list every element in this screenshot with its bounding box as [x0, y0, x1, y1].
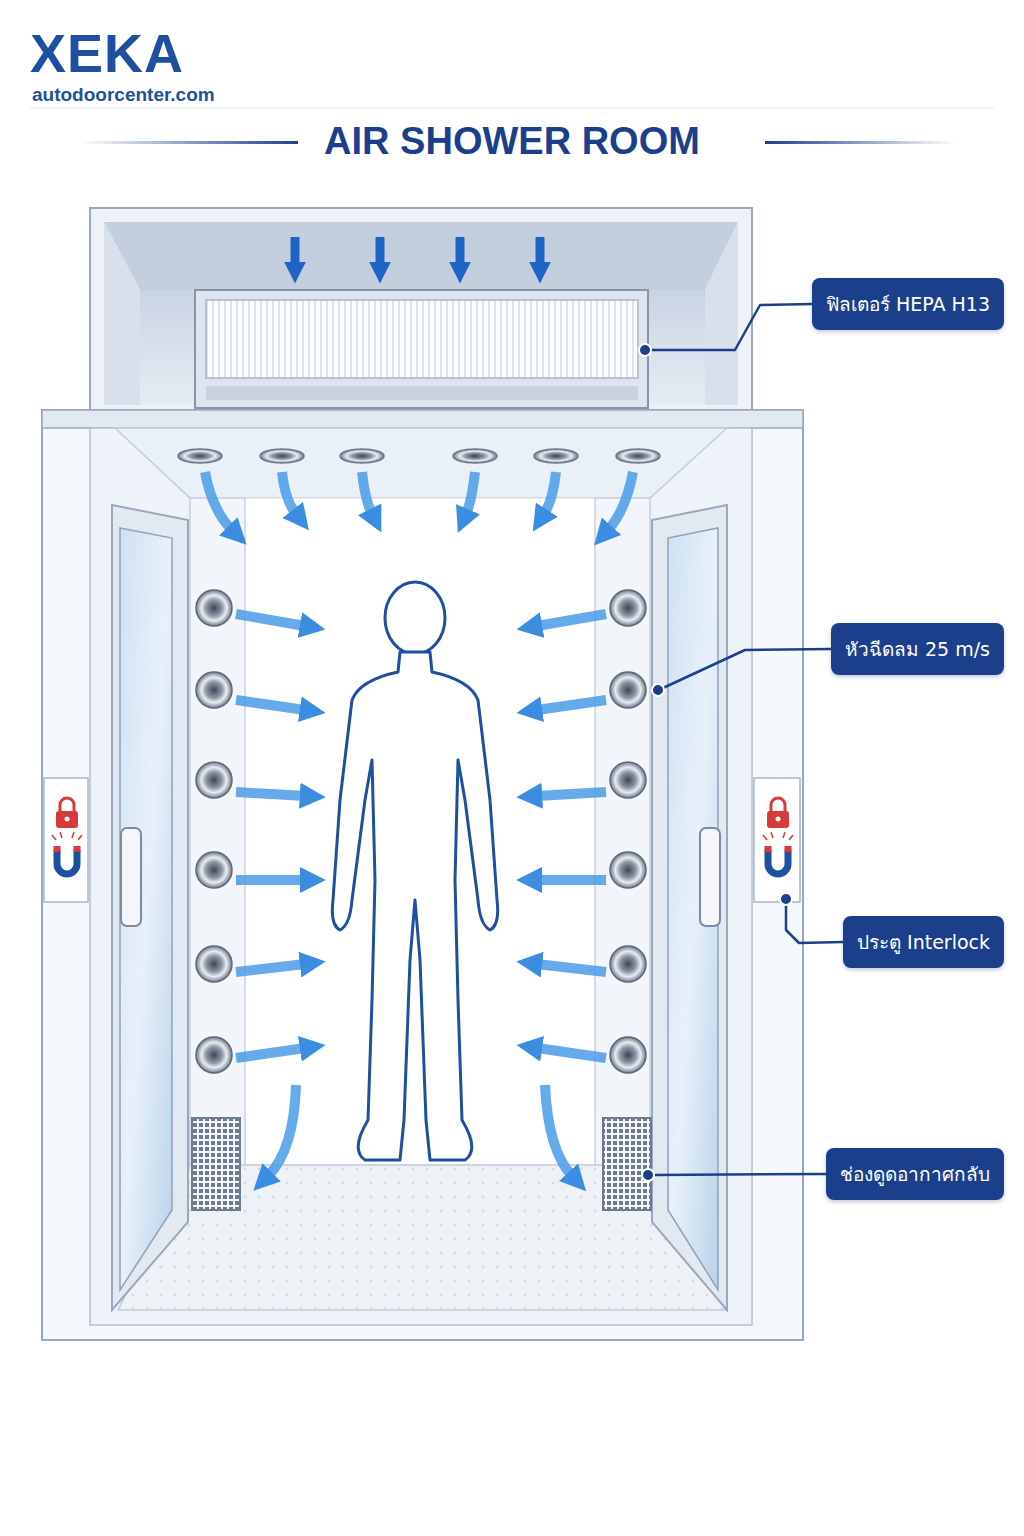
- callout-box: หัวฉีดลม 25 m/s: [831, 623, 1004, 675]
- callout-text: ประตู Interlock: [857, 928, 990, 956]
- callout-box: ฟิลเตอร์ HEPA H13: [812, 278, 1004, 330]
- leader-line: [645, 304, 812, 350]
- leader-line: [658, 649, 831, 690]
- diagram-title: AIR SHOWER ROOM: [0, 116, 1024, 166]
- leader-dot: [652, 684, 664, 696]
- callout-box: ประตู Interlock: [843, 916, 1004, 968]
- leader-line: [648, 1174, 826, 1175]
- brand-logo: XEKA: [30, 24, 184, 82]
- callout-text: หัวฉีดลม 25 m/s: [845, 635, 990, 663]
- leader-dot: [780, 893, 792, 905]
- leader-dot: [642, 1169, 654, 1181]
- brand-url: autodoorcenter.com: [32, 84, 215, 106]
- leader-dot: [639, 344, 651, 356]
- callout-text: ฟิลเตอร์ HEPA H13: [826, 290, 990, 318]
- callout-text: ช่องดูดอากาศกลับ: [840, 1160, 990, 1188]
- leader-line: [786, 899, 843, 943]
- callout-box: ช่องดูดอากาศกลับ: [826, 1148, 1004, 1200]
